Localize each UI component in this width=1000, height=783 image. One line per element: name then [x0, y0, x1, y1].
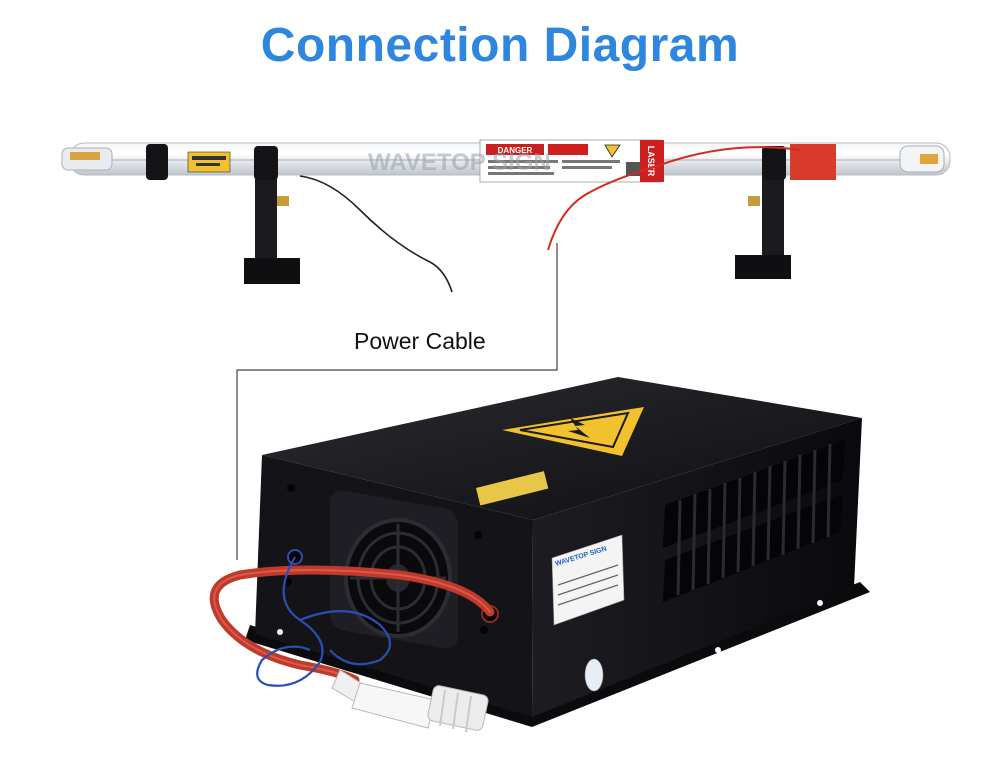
- hv-connector: [331, 669, 489, 733]
- left-tube-stand: [244, 160, 300, 284]
- inspection-sticker: [584, 658, 604, 692]
- power-supply-unit: WAVETOP SIGN: [245, 377, 870, 727]
- callout-line: [236, 243, 558, 560]
- laser-text: LASER: [646, 146, 656, 177]
- warning-triangle-icon: [502, 407, 644, 456]
- danger-sticker: [486, 144, 544, 155]
- right-tube-stand: [735, 160, 791, 279]
- danger-text: DANGER: [498, 146, 533, 155]
- side-vents: [663, 440, 845, 602]
- ground-wire: [299, 175, 453, 293]
- power-cable-label: Power Cable: [354, 328, 486, 354]
- laser-tube: DANGER LASER WAVETOP SIGN: [61, 139, 951, 293]
- watermark-text: WAVETOP SIGN: [368, 149, 551, 176]
- tube-red-wire: [547, 146, 801, 251]
- page-title: Connection Diagram: [260, 19, 740, 72]
- blue-ground-wire: [256, 556, 324, 687]
